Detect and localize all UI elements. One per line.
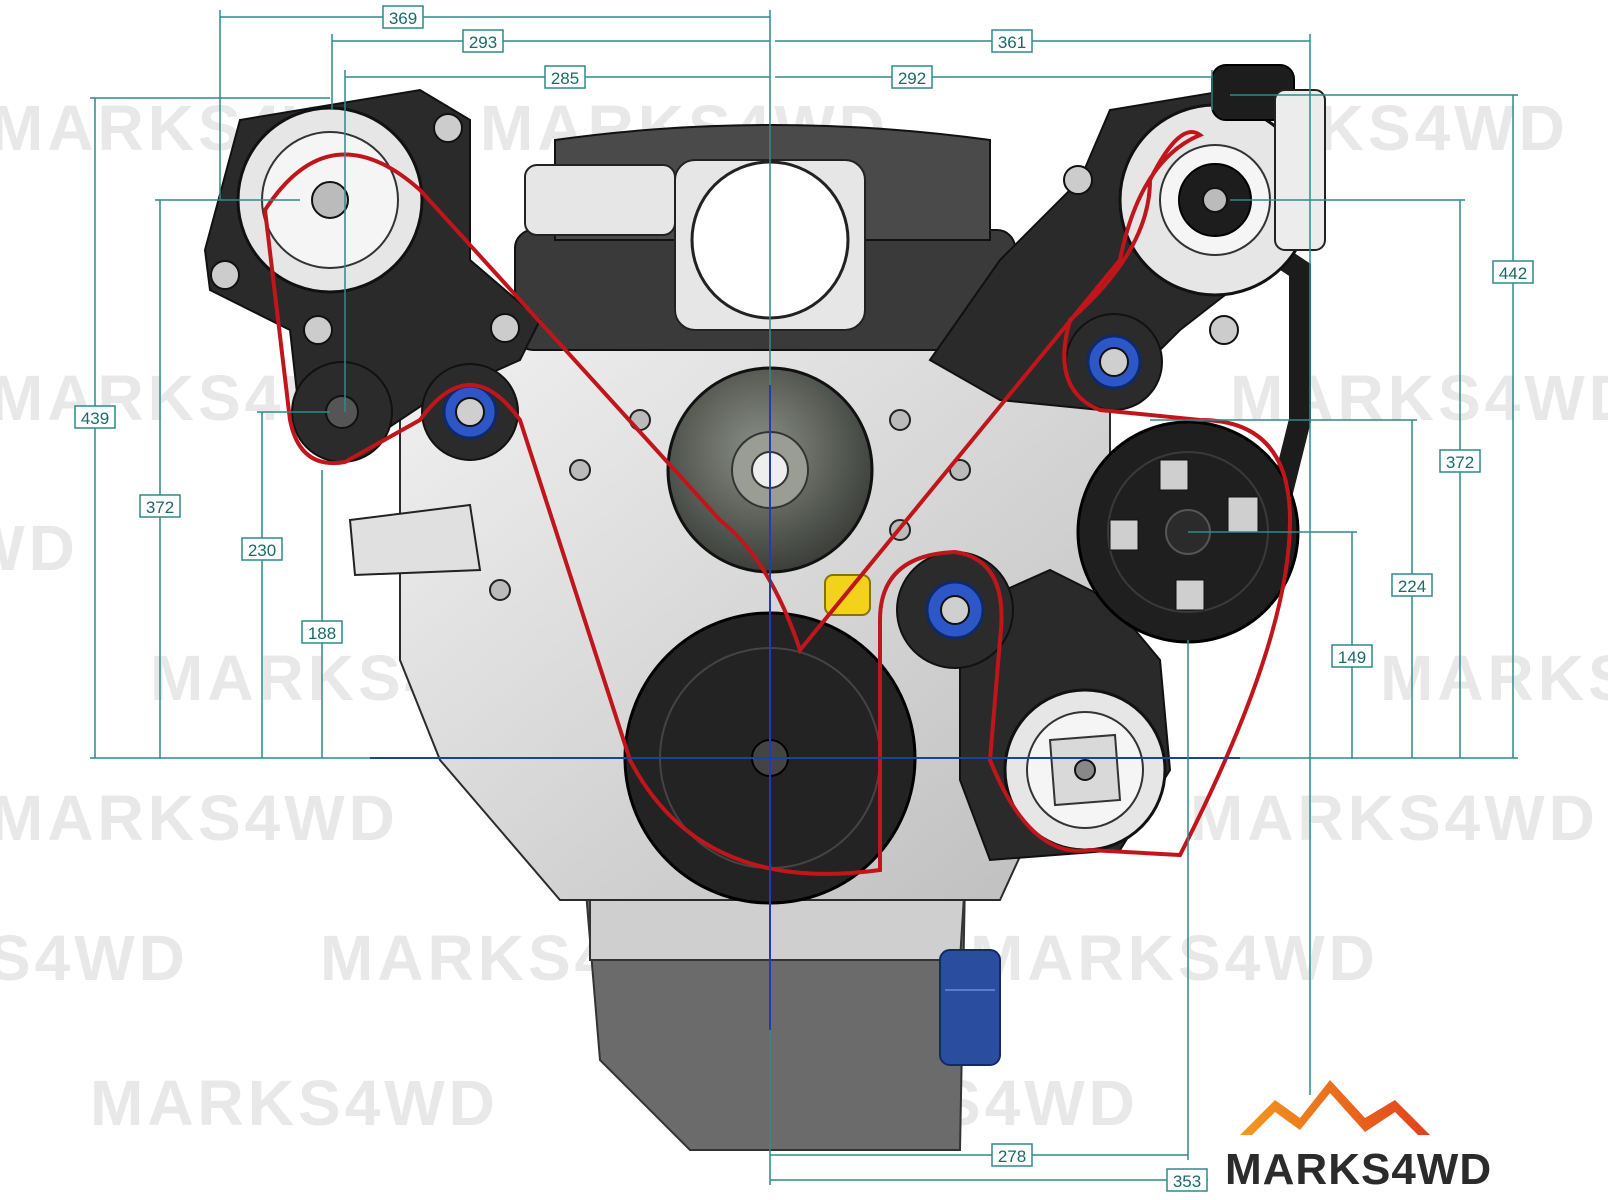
dimension-value: 442: [1499, 264, 1527, 283]
dimension-value: 372: [1446, 453, 1474, 472]
dimension-label: 442: [1492, 260, 1534, 284]
dimension-lines: [90, 10, 1518, 1185]
watermark-text: MARKS4WD: [1230, 362, 1608, 434]
tensioner-pulley-right: [1065, 313, 1163, 411]
dimension-value: 278: [998, 1147, 1026, 1166]
engine-body: [348, 124, 1311, 1151]
dimension-label: 372: [1439, 449, 1481, 473]
dimension-value: 224: [1398, 577, 1426, 596]
idler-pulley-left: [291, 361, 393, 463]
watermark-text: MARKS4WD: [1380, 642, 1608, 714]
dimension-value: 439: [81, 409, 109, 428]
tensioner-pulley-left: [421, 363, 519, 461]
dimension-value: 230: [248, 541, 276, 560]
dimension-label: 149: [1331, 644, 1373, 668]
dimension-label: 285: [544, 65, 586, 89]
serpentine-belt: [262, 130, 1293, 876]
watermark-text: MARKS4WD: [0, 922, 189, 994]
centerlines: [370, 385, 1240, 1030]
dimension-label: 230: [241, 537, 283, 561]
dimension-value: 293: [469, 33, 497, 52]
dimension-label: 188: [301, 620, 343, 644]
dimension-label: 361: [991, 29, 1033, 53]
watermark-text: MARKS4WD: [970, 922, 1379, 994]
dimension-label: 353: [1166, 1168, 1208, 1192]
watermark-text: MARKS4WD: [1190, 782, 1599, 854]
dimension-value: 369: [389, 9, 417, 28]
ac-compressor: [1003, 688, 1167, 852]
brand-logo-text: MARKS4WD: [1225, 1145, 1492, 1194]
dimension-label: 292: [891, 65, 933, 89]
dimension-value: 372: [146, 498, 174, 517]
dimension-label: 369: [382, 5, 424, 29]
watermark-text: MARKS4WD: [90, 1067, 499, 1139]
dimension-label: 278: [991, 1143, 1033, 1167]
dimension-value: 188: [308, 624, 336, 643]
dimension-value: 361: [998, 33, 1026, 52]
oil-filter: [939, 949, 1001, 1066]
dimension-value: 285: [551, 69, 579, 88]
dimension-value: 149: [1338, 648, 1366, 667]
mountain-logo-icon: [1240, 1080, 1430, 1135]
brand-logo: MARKS4WD: [1208, 1080, 1608, 1200]
dimension-label: 224: [1391, 573, 1433, 597]
dimension-label: 439: [74, 405, 116, 429]
watermark-text: MARKS4WD: [0, 512, 79, 584]
dimension-labels: 369 293 285 361 292 439 372 230: [74, 5, 1534, 1192]
dimension-value: 292: [898, 69, 926, 88]
dimension-value: 353: [1173, 1172, 1201, 1191]
idler-pulley-lower: [896, 551, 1014, 669]
dimension-label: 293: [462, 29, 504, 53]
dimension-label: 372: [139, 494, 181, 518]
watermark-text: MARKS4WD: [0, 782, 399, 854]
alternator: [236, 106, 424, 294]
